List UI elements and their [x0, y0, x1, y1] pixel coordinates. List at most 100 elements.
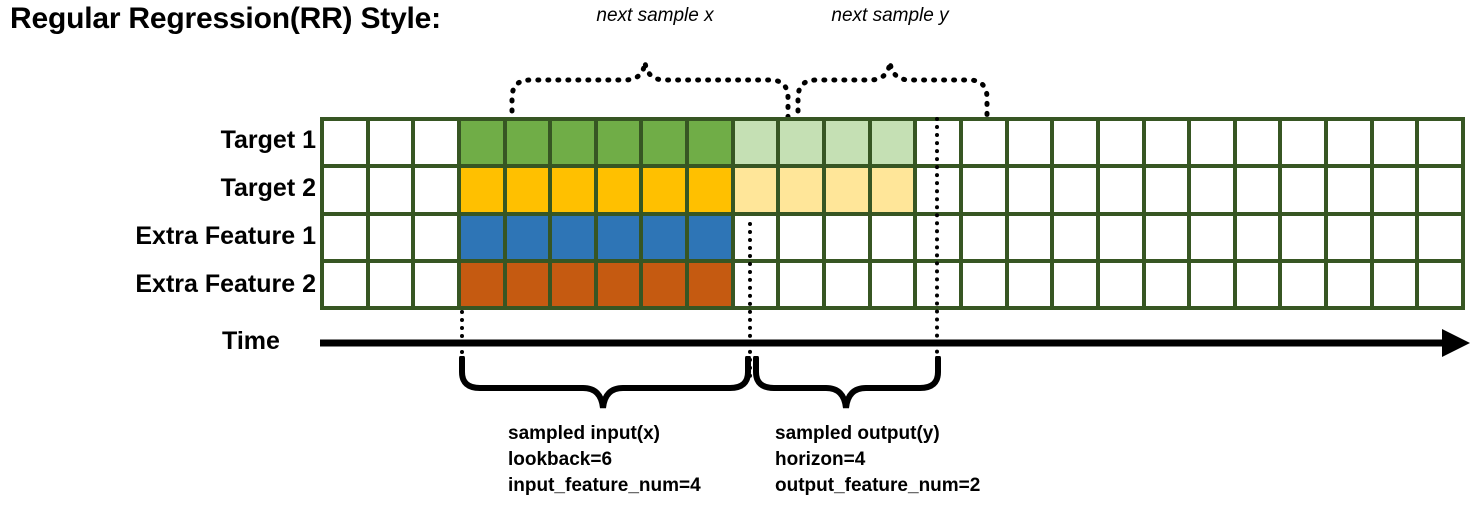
guide-line-output-end — [935, 117, 939, 378]
grid-cell-blank — [1328, 121, 1370, 165]
grid-cell-blank — [1008, 215, 1051, 259]
guide-line-input-end — [748, 222, 752, 378]
grid-cell-blank — [324, 168, 366, 212]
grid-cell-input — [643, 168, 686, 212]
grid-cell-blank — [1236, 262, 1279, 306]
timeline-grid — [320, 117, 1465, 310]
grid-cell-input — [552, 168, 594, 212]
grid-cell-blank — [826, 215, 868, 259]
grid-cell-input — [460, 215, 503, 259]
annotation-next-sample-y: next sample y — [831, 5, 949, 26]
grid-cell-blank — [871, 262, 914, 306]
grid-cell-blank — [1054, 168, 1096, 212]
grid-cell-input — [506, 168, 549, 212]
row-label-target-2: Target 2 — [220, 174, 316, 202]
grid-cell-blank — [415, 215, 457, 259]
caption-output-line-2: horizon=4 — [775, 449, 866, 470]
grid-cell-blank — [871, 215, 914, 259]
grid-cell-input — [597, 121, 640, 165]
grid-cell-blank — [1282, 215, 1325, 259]
grid-cell-blank — [1145, 168, 1188, 212]
grid-cell-blank — [369, 121, 412, 165]
caption-sampled-output: sampled output(y) horizon=4 output_featu… — [775, 421, 980, 499]
grid-cell-blank — [1236, 215, 1279, 259]
grid-cell-input — [689, 215, 731, 259]
grid-cell-output — [780, 168, 823, 212]
row-label-target-1: Target 1 — [220, 126, 316, 154]
grid-cell-blank — [369, 262, 412, 306]
grid-cell-blank — [962, 168, 1005, 212]
grid-cell-blank — [1008, 121, 1051, 165]
grid-cell-blank — [780, 215, 823, 259]
grid-cell-blank — [369, 215, 412, 259]
time-axis-arrow — [320, 329, 1470, 357]
grid-cell-blank — [1191, 215, 1233, 259]
page-title: Regular Regression(RR) Style: — [10, 2, 441, 35]
annotation-next-sample-x: next sample x — [596, 5, 714, 26]
grid-cell-blank — [415, 168, 457, 212]
solid-brace-sampled-output — [753, 356, 941, 409]
grid-cell-blank — [1191, 168, 1233, 212]
grid-cell-blank — [1282, 262, 1325, 306]
grid-cell-input — [597, 262, 640, 306]
grid-cell-blank — [415, 121, 457, 165]
grid-cell-input — [460, 121, 503, 165]
caption-input-line-1: sampled input(x) — [508, 423, 661, 444]
grid-cell-blank — [962, 121, 1005, 165]
caption-output-line-1: sampled output(y) — [775, 423, 940, 444]
grid-cell-blank — [1373, 121, 1416, 165]
grid-cell-blank — [1145, 121, 1188, 165]
grid-cell-output — [734, 168, 777, 212]
grid-cell-blank — [1419, 168, 1461, 212]
grid-cell-blank — [780, 262, 823, 306]
grid-cell-output — [871, 121, 914, 165]
grid-cell-blank — [1328, 168, 1370, 212]
dotted-brace-next-sample-y — [795, 61, 990, 123]
grid-cell-blank — [1282, 168, 1325, 212]
grid-cell-input — [460, 262, 503, 306]
grid-cell-blank — [1328, 215, 1370, 259]
grid-cell-blank — [826, 262, 868, 306]
row-label-extra-feature-1: Extra Feature 1 — [135, 222, 316, 250]
solid-brace-sampled-input — [459, 356, 751, 409]
grid-cell-blank — [1145, 215, 1188, 259]
grid-cell-blank — [962, 215, 1005, 259]
grid-cell-blank — [1191, 121, 1233, 165]
grid-cell-output — [734, 121, 777, 165]
caption-input-line-2: lookback=6 — [508, 449, 613, 470]
grid-cell-output — [826, 121, 868, 165]
grid-cell-blank — [1191, 262, 1233, 306]
row-label-extra-feature-2: Extra Feature 2 — [135, 270, 316, 298]
grid-cell-blank — [1419, 121, 1461, 165]
grid-cell-input — [597, 215, 640, 259]
grid-cell-blank — [1373, 168, 1416, 212]
grid-cell-input — [552, 121, 594, 165]
grid-cell-input — [643, 262, 686, 306]
grid-cell-blank — [324, 215, 366, 259]
grid-cell-blank — [1054, 262, 1096, 306]
grid-cell-blank — [962, 262, 1005, 306]
grid-cell-blank — [1419, 262, 1461, 306]
grid-cell-blank — [1008, 168, 1051, 212]
grid-cell-blank — [734, 262, 777, 306]
grid-cell-input — [552, 262, 594, 306]
grid-cell-blank — [1099, 121, 1142, 165]
grid-cell-output — [871, 168, 914, 212]
grid-cell-input — [643, 215, 686, 259]
grid-cell-output — [826, 168, 868, 212]
grid-cell-blank — [1373, 262, 1416, 306]
grid-cell-input — [597, 168, 640, 212]
grid-cell-blank — [1054, 215, 1096, 259]
grid-cell-blank — [1008, 262, 1051, 306]
grid-cell-blank — [324, 262, 366, 306]
grid-cell-input — [506, 121, 549, 165]
grid-cell-blank — [369, 168, 412, 212]
time-axis-label: Time — [222, 327, 280, 355]
grid-cell-output — [780, 121, 823, 165]
grid-cell-blank — [1099, 262, 1142, 306]
caption-sampled-input: sampled input(x) lookback=6 input_featur… — [508, 421, 701, 499]
grid-cell-input — [689, 168, 731, 212]
caption-input-line-3: input_feature_num=4 — [508, 475, 701, 496]
grid-cell-blank — [1373, 215, 1416, 259]
